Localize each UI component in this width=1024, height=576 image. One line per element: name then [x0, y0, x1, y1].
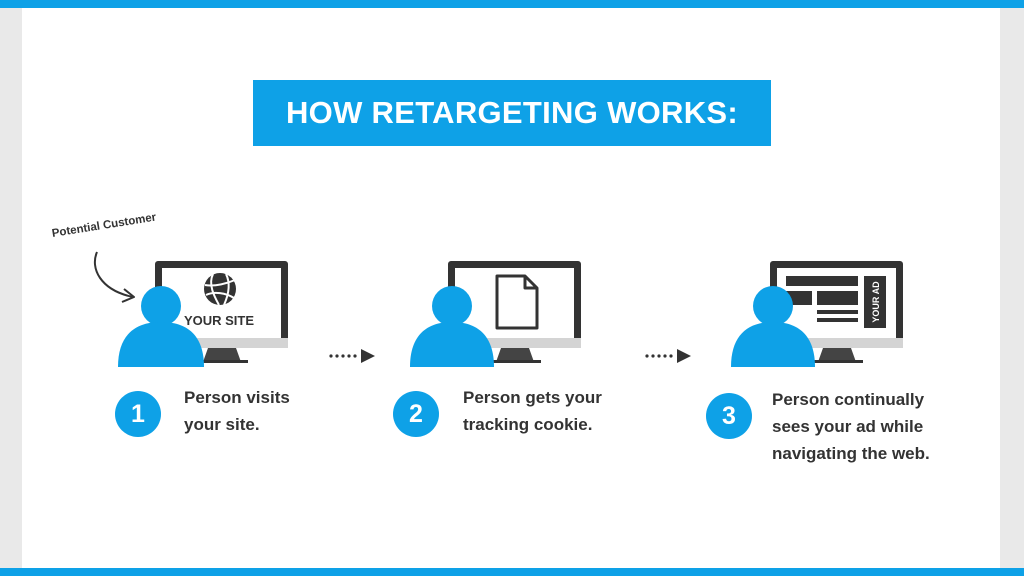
step-1-number: 1	[115, 391, 161, 437]
title-banner: HOW RETARGETING WORKS:	[253, 80, 771, 146]
ad-layout-icon	[786, 276, 886, 328]
curved-arrow-icon	[93, 251, 135, 303]
person-icon-1	[118, 286, 204, 367]
step-3-line-3: navigating the web.	[772, 444, 930, 463]
step-1-line-1: Person visits	[184, 388, 290, 407]
step-2-line-1: Person gets your	[463, 388, 602, 407]
page-title: HOW RETARGETING WORKS:	[285, 95, 739, 130]
person-icon-3	[731, 286, 815, 367]
person-icon-2	[410, 286, 494, 367]
globe-icon	[204, 273, 236, 306]
step-2-line-2: tracking cookie.	[463, 415, 593, 434]
your-ad-label: YOUR AD	[871, 281, 881, 323]
dotted-arrow-icon	[329, 349, 375, 363]
step-3-line-2: sees your ad while	[772, 417, 924, 436]
step-3-line-1: Person continually	[772, 390, 925, 409]
step-2-description: Person gets your tracking cookie.	[463, 384, 602, 438]
your-site-label: YOUR SITE	[184, 313, 254, 328]
document-icon	[495, 274, 539, 330]
bottom-accent-bar	[0, 568, 1024, 576]
dotted-arrow-icon	[645, 349, 691, 363]
step-3-number: 3	[706, 393, 752, 439]
monitor-2	[448, 261, 581, 363]
step-2-number: 2	[393, 391, 439, 437]
step-1-line-2: your site.	[184, 415, 260, 434]
top-accent-bar	[0, 0, 1024, 8]
step-3-description: Person continually sees your ad while na…	[772, 386, 930, 467]
step-1-description: Person visits your site.	[184, 384, 290, 438]
